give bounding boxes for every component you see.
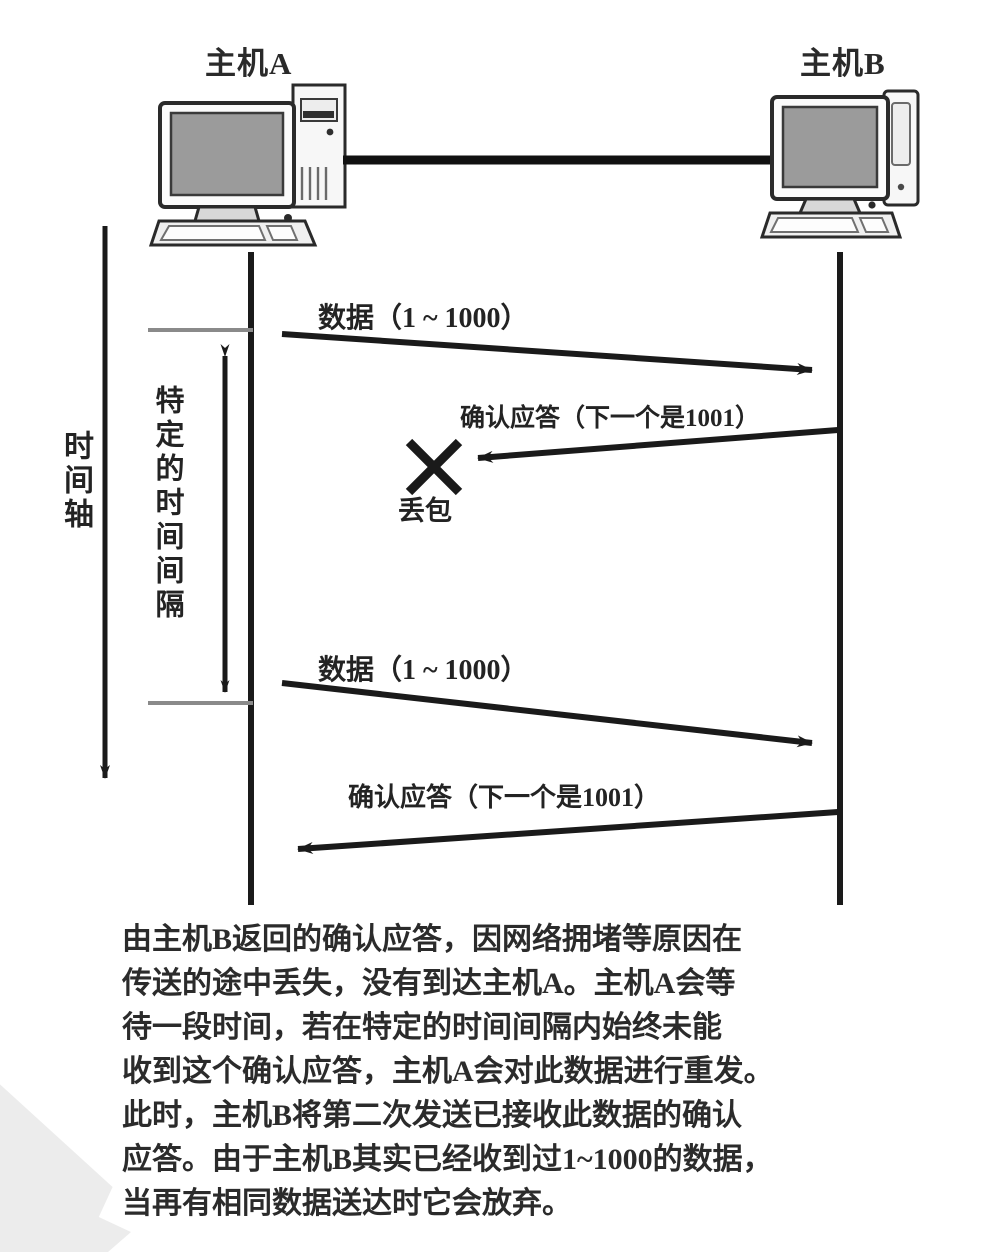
- message-label-ack-1: 确认应答（下一个是1001）: [460, 405, 761, 432]
- caption-line: 传送的途中丢失，没有到达主机A。主机A会等: [122, 967, 736, 1000]
- host-b-label: 主机B: [800, 46, 886, 81]
- message-arrow-data-2: [281, 680, 813, 748]
- host-a-label: 主机A: [205, 46, 293, 81]
- caption-line: 由主机B返回的确认应答，因网络拥堵等原因在: [122, 923, 743, 956]
- caption-paragraph: 由主机B返回的确认应答，因网络拥堵等原因在 传送的途中丢失，没有到达主机A。主机…: [122, 918, 867, 1226]
- caption-line: 当再有相同数据送达时它会放弃。: [122, 1187, 572, 1220]
- host-a-computer: [148, 83, 347, 247]
- caption-line: 收到这个确认应答，主机A会对此数据进行重发。: [122, 1055, 774, 1088]
- x-mark-icon: [404, 437, 464, 497]
- caption-line: 待一段时间，若在特定的时间间隔内始终未能: [122, 1011, 722, 1044]
- timeout-interval-label: 特定的时间间隔: [151, 385, 183, 623]
- sequence-diagram: [100, 83, 920, 905]
- message-label-data-1: 数据（1 ~ 1000）: [318, 303, 529, 334]
- caption-line: 应答。由于主机B其实已经收到过1~1000的数据，: [122, 1143, 773, 1176]
- host-b-computer: [759, 89, 920, 239]
- message-arrow-ack-2: [297, 809, 839, 854]
- message-arrow-data-1: [281, 331, 813, 375]
- packet-loss-label: 丢包: [398, 496, 452, 526]
- message-label-ack-2: 确认应答（下一个是1001）: [348, 783, 661, 812]
- message-arrow-ack-1: [477, 427, 839, 463]
- caption-line: 此时，主机B将第二次发送已接收此数据的确认: [122, 1099, 743, 1132]
- time-axis-label: 时间轴: [59, 430, 92, 532]
- message-label-data-2: 数据（1 ~ 1000）: [318, 655, 529, 686]
